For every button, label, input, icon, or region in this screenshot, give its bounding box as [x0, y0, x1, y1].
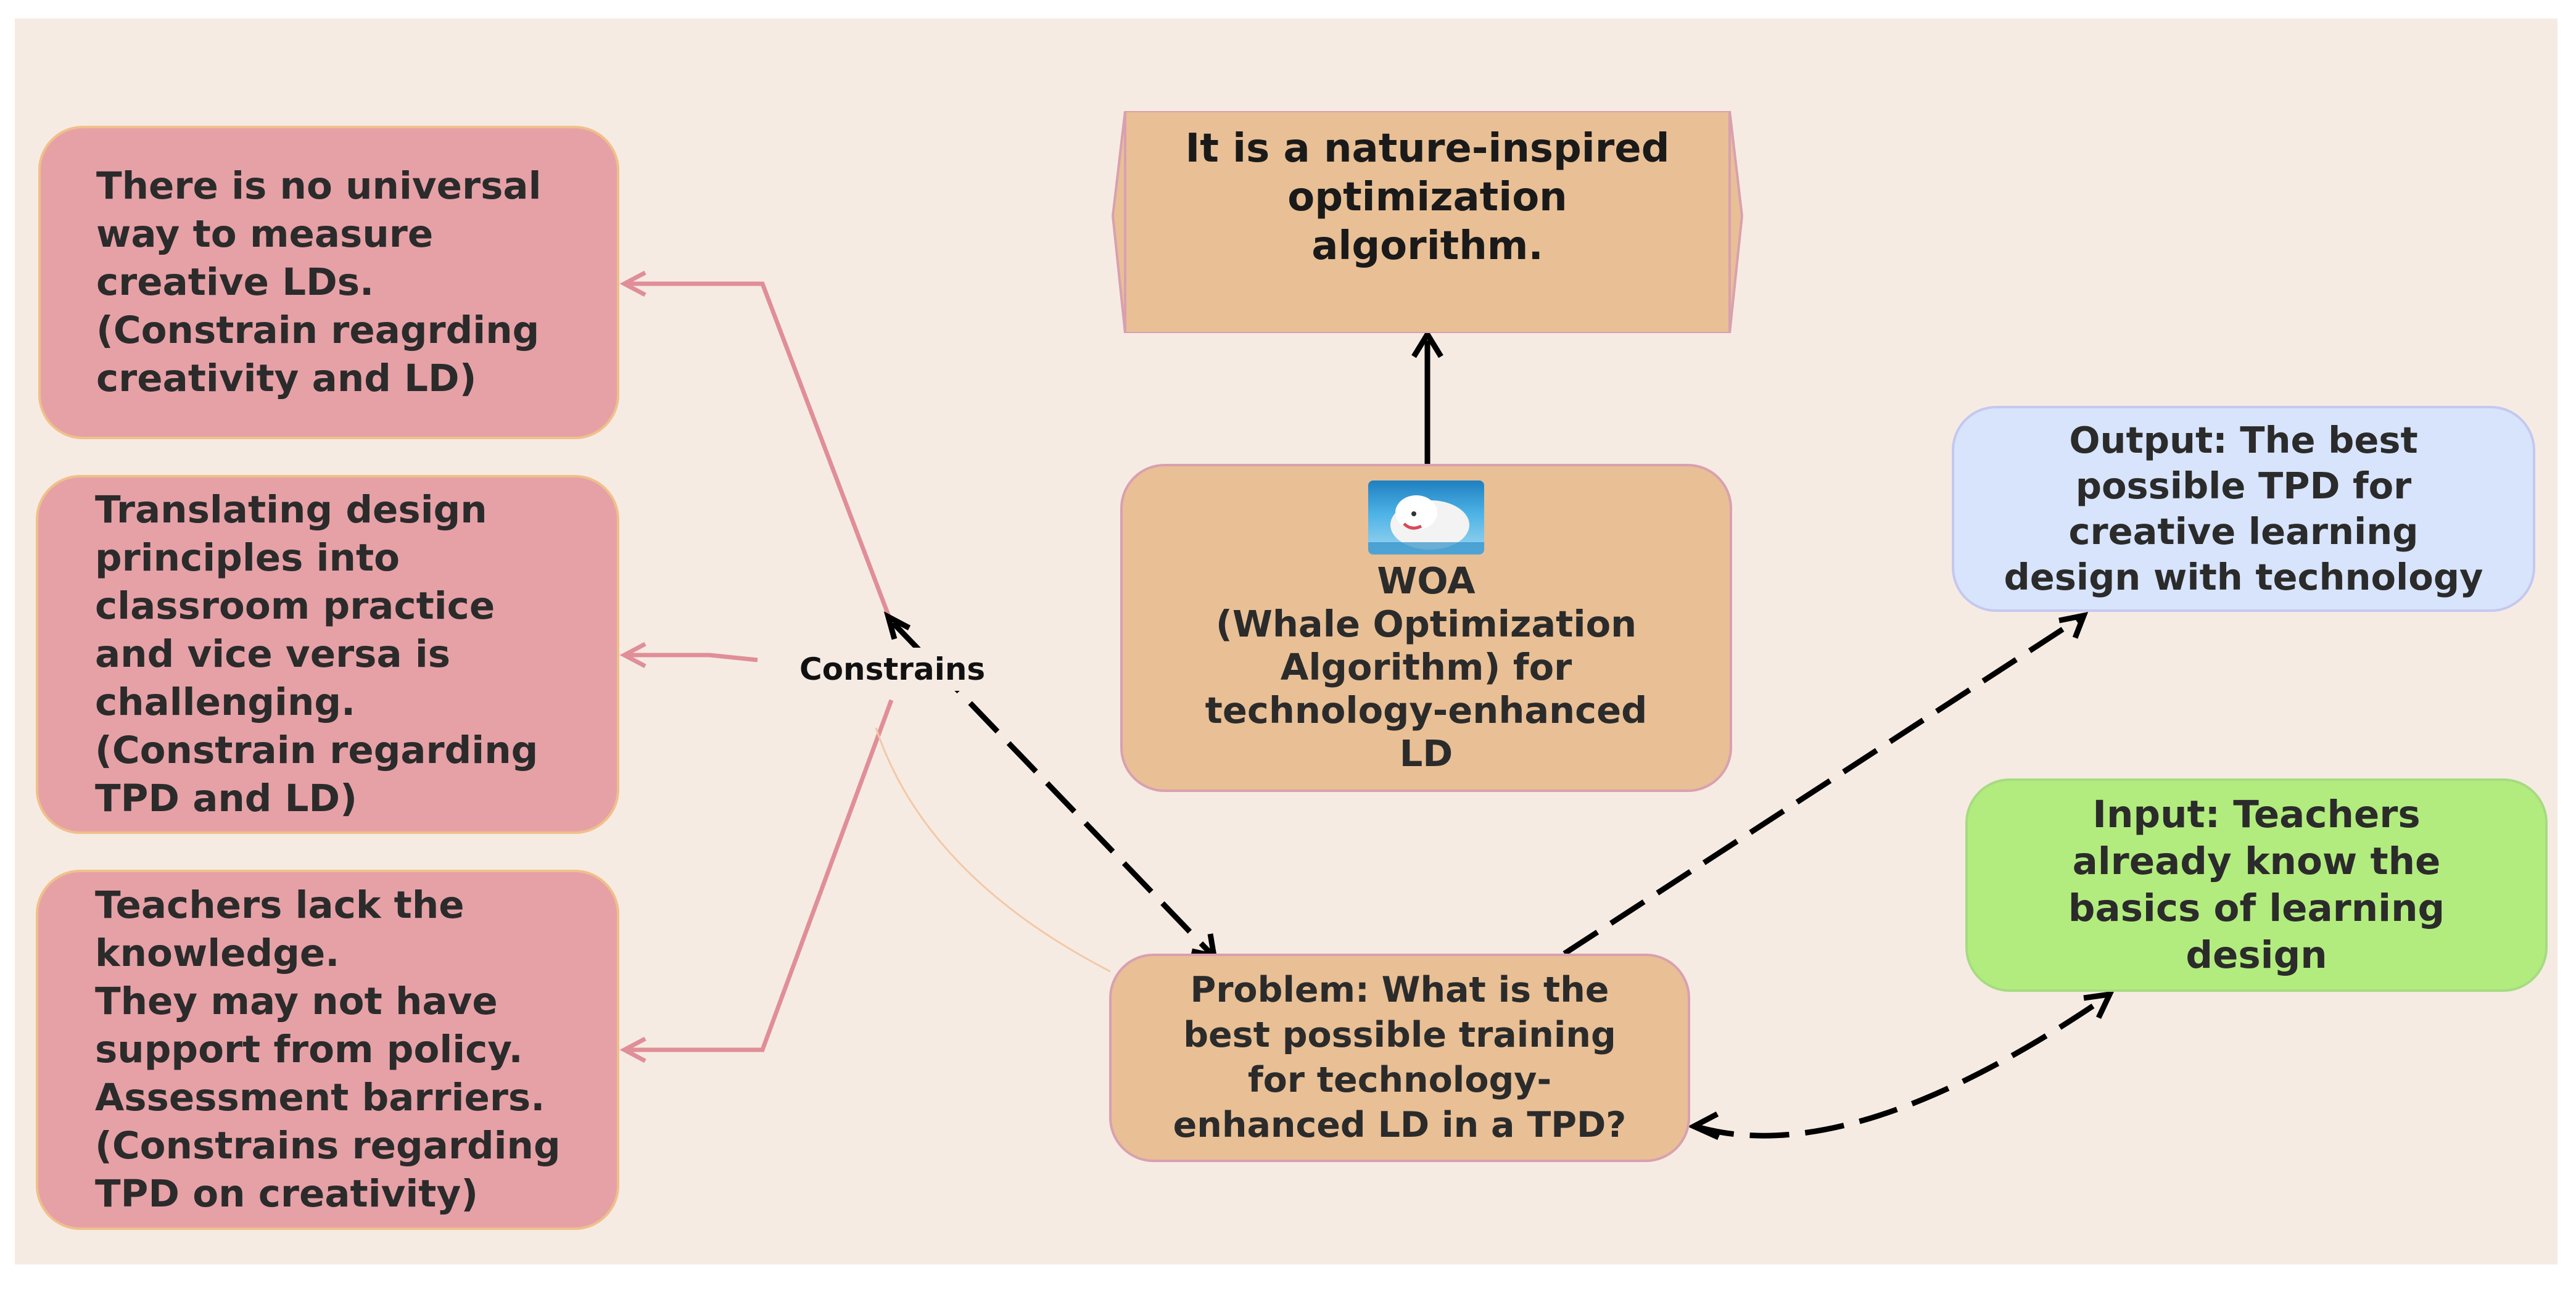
- problem-line-3: for technology-: [1247, 1060, 1552, 1100]
- constraint-2-line-4: and vice versa is: [95, 632, 451, 676]
- input-line-4: design: [2186, 933, 2327, 977]
- constraint-1-line-3: creative LDs.: [96, 260, 374, 304]
- constraint-3-line-7: TPD on creativity): [95, 1172, 479, 1216]
- constraint-3-line-5: Assessment barriers.: [95, 1076, 545, 1120]
- banner-nature-inspired: It is a nature-inspired optimization alg…: [1112, 111, 1743, 333]
- input-line-3: basics of learning: [2068, 886, 2445, 930]
- whale-photo-icon: [1368, 481, 1484, 555]
- input-line-2: already know the: [2072, 839, 2441, 883]
- woa-line-3: Algorithm) for: [1280, 646, 1572, 688]
- banner-line-2: optimization: [1287, 175, 1567, 220]
- banner-shape: [1112, 111, 1743, 333]
- constraint-2-line-3: classroom practice: [95, 584, 495, 628]
- constraint-3-line-1: Teachers lack the: [95, 883, 464, 927]
- problem-line-1: Problem: What is the: [1190, 970, 1609, 1010]
- problem-line-4: enhanced LD in a TPD?: [1173, 1105, 1627, 1145]
- constraint-2-line-2: principles into: [95, 536, 400, 580]
- constraint-box-teacher-knowledge: Teachers lack the knowledge. They may no…: [36, 870, 619, 1230]
- constraint-3-line-3: They may not have: [95, 980, 498, 1023]
- output-line-1: Output: The best: [2069, 419, 2418, 461]
- input-line-1: Input: Teachers: [2092, 793, 2421, 836]
- woa-box: WOA (Whale Optimization Algorithm) for t…: [1120, 464, 1732, 792]
- constraint-1-line-5: creativity and LD): [96, 357, 477, 400]
- constraint-2-line-7: TPD and LD): [95, 777, 358, 820]
- woa-line-1: WOA: [1377, 559, 1476, 602]
- constraint-2-line-6: (Constrain regarding: [95, 728, 539, 772]
- constraint-1-line-2: way to measure: [96, 212, 434, 256]
- constraint-2-line-1: Translating design: [95, 488, 487, 532]
- problem-line-2: best possible training: [1183, 1015, 1616, 1055]
- problem-box: Problem: What is the best possible train…: [1109, 954, 1690, 1162]
- constraint-3-line-6: (Constrains regarding: [95, 1124, 561, 1168]
- constraint-3-line-4: support from policy.: [95, 1028, 523, 1071]
- constraint-2-line-5: challenging.: [95, 680, 356, 724]
- constraint-box-design-principles: Translating design principles into class…: [36, 475, 619, 834]
- constraint-1-line-4: (Constrain reagrding: [96, 308, 540, 352]
- banner-line-1: It is a nature-inspired: [1185, 126, 1670, 171]
- output-line-4: design with technology: [2004, 556, 2483, 598]
- input-box: Input: Teachers already know the basics …: [1965, 778, 2548, 992]
- woa-line-5: LD: [1399, 732, 1453, 775]
- constraint-1-line-1: There is no universal: [96, 164, 542, 208]
- constraint-3-line-2: knowledge.: [95, 931, 340, 975]
- constrains-label: Constrains: [799, 648, 985, 691]
- banner-line-3: algorithm.: [1311, 223, 1543, 269]
- output-line-3: creative learning: [2068, 510, 2419, 553]
- output-box: Output: The best possible TPD for creati…: [1952, 406, 2535, 612]
- constraint-box-creative-measure: There is no universal way to measure cre…: [38, 126, 619, 439]
- woa-line-2: (Whale Optimization: [1215, 603, 1637, 645]
- output-line-2: possible TPD for: [2075, 464, 2412, 507]
- woa-line-4: technology-enhanced: [1205, 689, 1648, 732]
